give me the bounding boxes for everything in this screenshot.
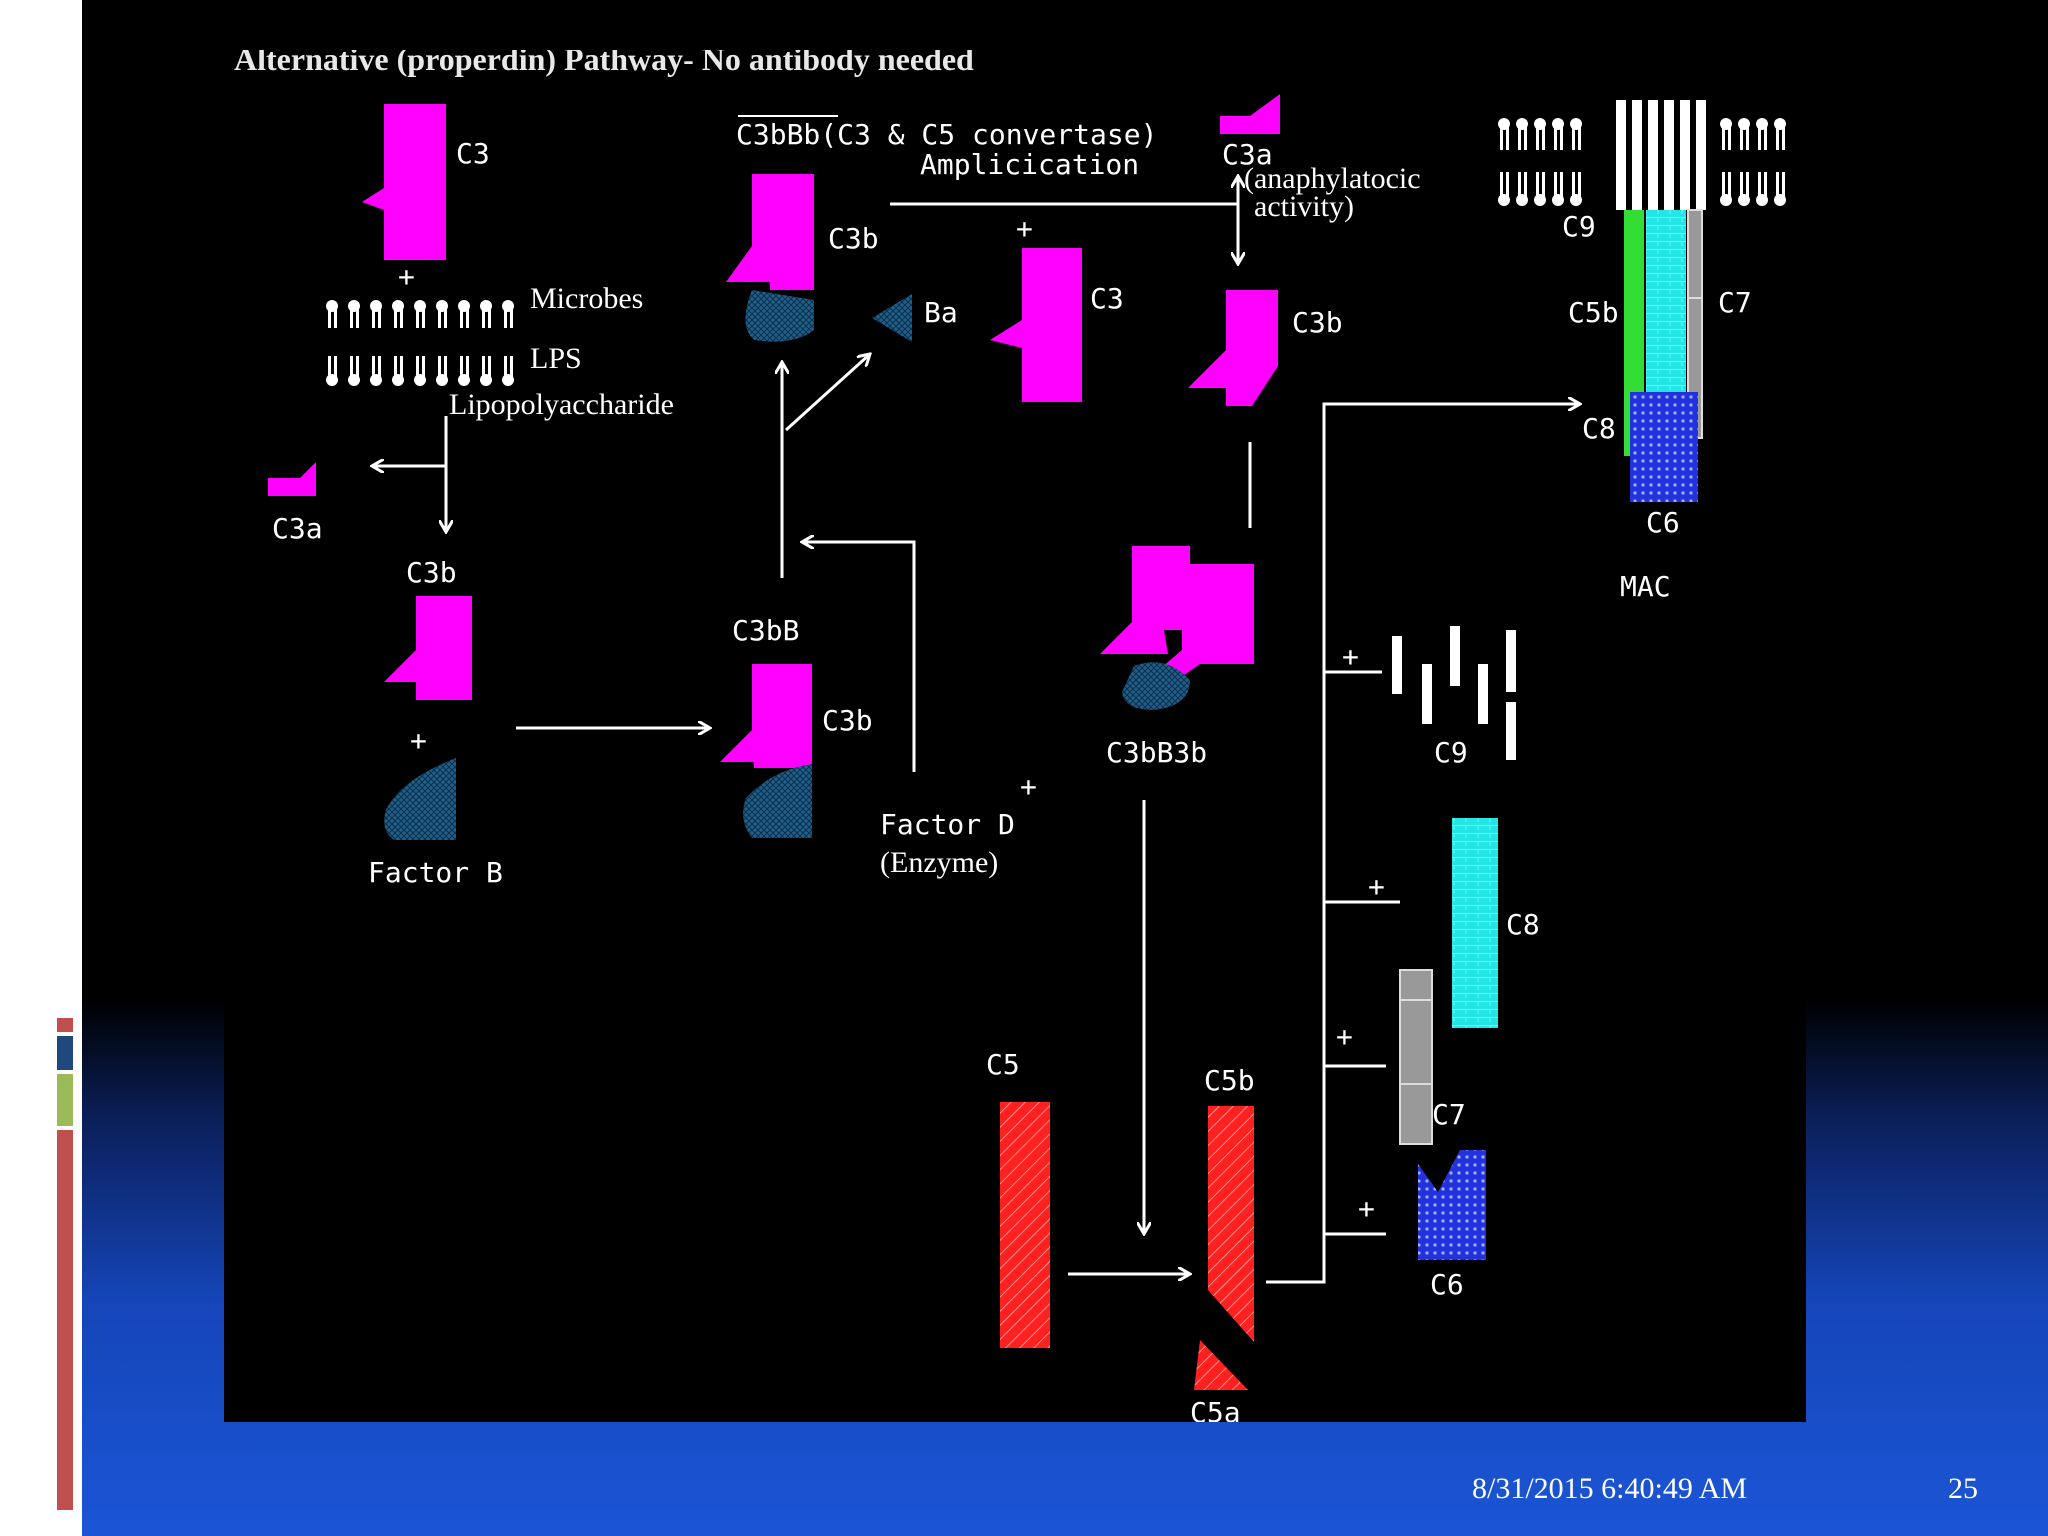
anaphylatoxic-label-1: (anaphylatocic bbox=[1244, 162, 1421, 195]
mac-c9-label: C9 bbox=[1562, 210, 1596, 243]
c3b-molecule-low bbox=[720, 664, 812, 768]
mac-c6-label: C6 bbox=[1646, 506, 1680, 539]
enzyme-label: (Enzyme) bbox=[880, 846, 998, 879]
accent-bar-blue bbox=[57, 1036, 73, 1070]
slide-date: 8/31/2015 6:40:49 AM bbox=[1472, 1472, 1748, 1505]
factor-d-label: Factor D bbox=[880, 808, 1015, 841]
plus-2: + bbox=[410, 724, 427, 757]
c5b-label: C5b bbox=[1204, 1064, 1255, 1097]
c5-molecule bbox=[1000, 1102, 1050, 1348]
c3b-low-label: C3b bbox=[822, 704, 873, 737]
mac-c5b-label: C5b bbox=[1568, 296, 1619, 329]
plus-c7: + bbox=[1336, 1020, 1353, 1053]
c3b-right-label: C3b bbox=[1292, 306, 1343, 339]
factor-b-bound-mid bbox=[745, 290, 814, 342]
plus-c6: + bbox=[1358, 1192, 1375, 1225]
mac-membrane bbox=[1498, 100, 1786, 210]
c6-label: C6 bbox=[1430, 1268, 1464, 1301]
accent-bar-green bbox=[57, 1074, 73, 1126]
c6-molecule bbox=[1418, 1150, 1486, 1260]
ba-fragment bbox=[872, 294, 912, 342]
c3b-molecule-left bbox=[384, 596, 472, 700]
c3a-fragment-top bbox=[1220, 94, 1280, 134]
c7-label: C7 bbox=[1432, 1098, 1466, 1131]
c3-molecule-mid bbox=[990, 248, 1082, 402]
mac-c7-label: C7 bbox=[1718, 286, 1752, 319]
c3a-fragment-left bbox=[268, 462, 316, 496]
c3a-top-label: C3a bbox=[1222, 138, 1273, 171]
lps-label: LPS bbox=[530, 342, 582, 375]
lipopolysaccharide-label: Lipopolyaccharide bbox=[449, 388, 674, 421]
convertase-label: C3bBb(C3 & C5 convertase) bbox=[736, 118, 1157, 151]
plus-4: + bbox=[1020, 770, 1037, 803]
c3-molecule-top bbox=[362, 104, 446, 260]
c5-label: C5 bbox=[986, 1048, 1020, 1081]
c3b-molecule-right bbox=[1188, 290, 1278, 406]
accent-bar-red-small bbox=[57, 1018, 73, 1032]
c8-label: C8 bbox=[1506, 908, 1540, 941]
plus-3: + bbox=[1016, 212, 1033, 245]
ba-label: Ba bbox=[924, 296, 958, 329]
diagram-title: Alternative (properdin) Pathway- No anti… bbox=[234, 50, 974, 77]
factor-b-molecule bbox=[384, 758, 456, 840]
c3b-mid-label: C3b bbox=[828, 222, 879, 255]
accent-bar-red bbox=[57, 1130, 73, 1510]
c3a-left-label: C3a bbox=[272, 512, 323, 545]
factor-b-bound-low bbox=[743, 764, 812, 838]
c3bb3b-factor-b bbox=[1122, 662, 1190, 710]
mac-label: MAC bbox=[1620, 570, 1671, 603]
c8-molecule bbox=[1452, 818, 1498, 1028]
slide-number: 25 bbox=[1948, 1472, 1978, 1505]
amplification-label: Amplicication bbox=[920, 148, 1139, 181]
c3bb-label: C3bB bbox=[732, 614, 799, 647]
c5a-fragment bbox=[1194, 1340, 1248, 1390]
c5b-molecule bbox=[1208, 1106, 1254, 1342]
microbes-label: Microbes bbox=[530, 282, 643, 315]
plus-c9: + bbox=[1342, 640, 1359, 673]
c9-molecules bbox=[1392, 626, 1516, 760]
c3bb3b-label: C3bB3b bbox=[1106, 736, 1207, 769]
plus-1: + bbox=[398, 260, 415, 293]
slide-lines-icon bbox=[48, 152, 80, 236]
plus-c8: + bbox=[1368, 870, 1385, 903]
c5a-label: C5a bbox=[1190, 1396, 1241, 1422]
c3b-molecule-mid bbox=[726, 174, 814, 290]
pathway-diagram: Alternative (properdin) Pathway- No anti… bbox=[224, 50, 1806, 1422]
mac-c8-label: C8 bbox=[1582, 412, 1616, 445]
c3-top-label: C3 bbox=[456, 137, 490, 170]
mac-c6 bbox=[1630, 392, 1698, 502]
c3-mid-label: C3 bbox=[1090, 282, 1124, 315]
microbe-membrane bbox=[326, 300, 514, 386]
factor-b-label: Factor B bbox=[368, 856, 503, 889]
c3bb3b-complex bbox=[1100, 546, 1254, 686]
c9-label: C9 bbox=[1434, 736, 1468, 769]
anaphylatoxic-label-2: activity) bbox=[1254, 190, 1354, 223]
c7-molecule bbox=[1399, 969, 1433, 1145]
c3b-left-label: C3b bbox=[406, 556, 457, 589]
